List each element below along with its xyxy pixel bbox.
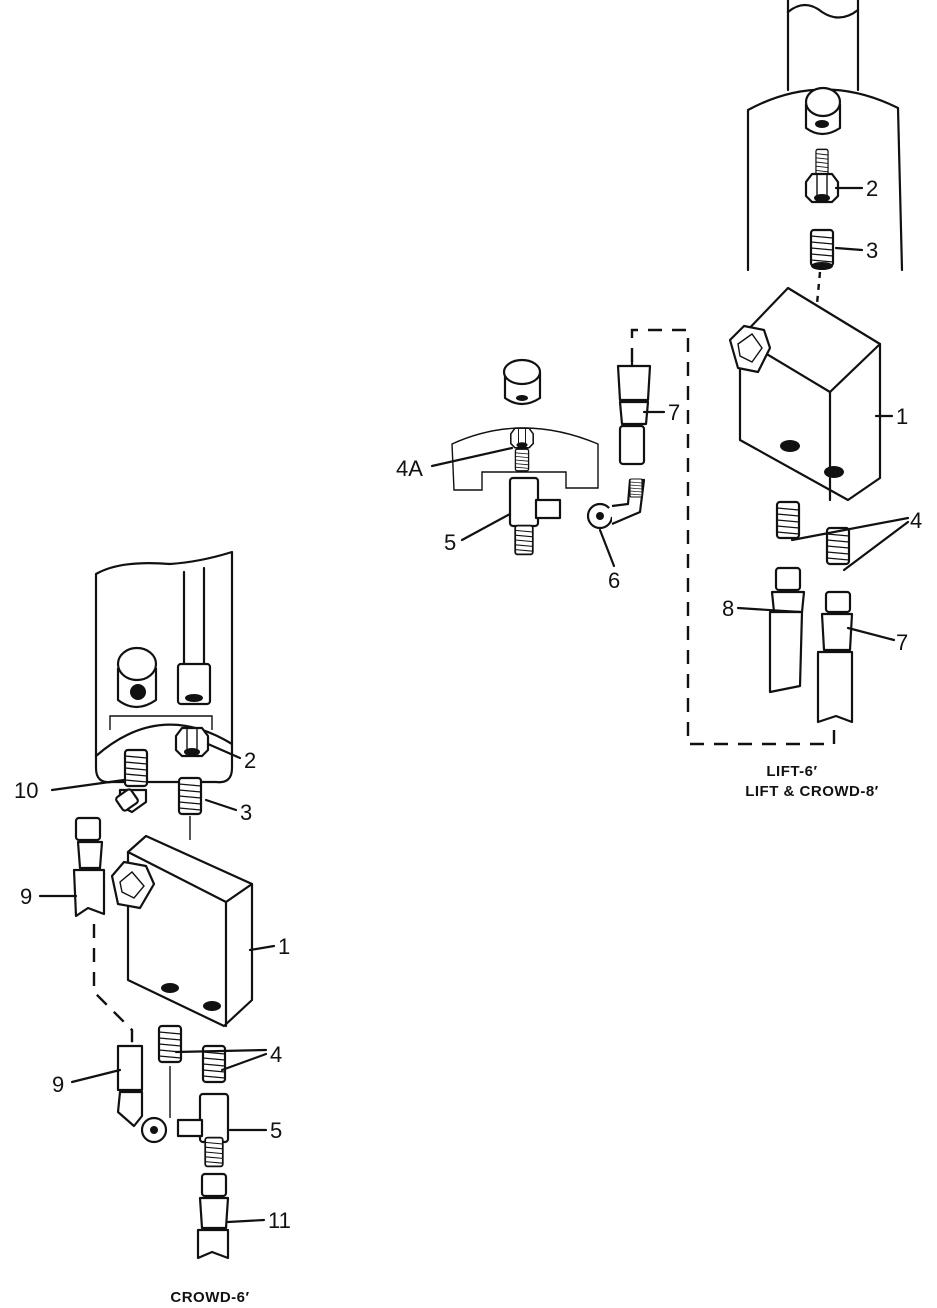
callout-3-left: 3: [240, 800, 252, 825]
callout-4-right: 4: [910, 508, 922, 533]
callout-3-right: 3: [866, 238, 878, 263]
fitting-3-bushing: [809, 228, 835, 270]
callout-9-left-upper: 9: [20, 884, 32, 909]
left-callout-leaders: [38, 742, 276, 1224]
left-cylinder-tube: [176, 566, 212, 706]
hose-routing-line: [630, 328, 836, 746]
callout-1-right: 1: [896, 404, 908, 429]
left-hose-9-upper: [72, 816, 106, 918]
callout-7-right-lower: 7: [896, 630, 908, 655]
left-elbow-10: [115, 748, 149, 814]
caption-crowd-6: CROWD-6′: [170, 1289, 249, 1306]
left-hose-9-lower: [116, 1044, 168, 1144]
fitting-4a: [510, 427, 534, 472]
fitting-2-adapter: [804, 148, 840, 204]
hose-7-upper: [616, 358, 652, 466]
tee-port-boss: [451, 358, 599, 491]
left-cylinder-body: [94, 550, 234, 784]
left-hose-routing-line: [92, 924, 134, 1046]
callout-5-left: 5: [270, 1118, 282, 1143]
fitting-4-left: [775, 500, 801, 540]
left-valve-block-1: [110, 834, 254, 1028]
left-hose-11: [196, 1172, 230, 1260]
cylinder-rod: [786, 0, 860, 92]
left-assembly: 2 10 3 1 9 4 9 5 11 CROWD-6′: [14, 550, 291, 1306]
elbow-fitting-6: [586, 478, 646, 530]
caption-lift-crowd-8: LIFT & CROWD-8′: [745, 783, 879, 800]
tee-fitting-5: [508, 476, 562, 556]
callout-7-right-upper: 7: [668, 400, 680, 425]
caption-lift-6: LIFT-6′: [766, 763, 817, 780]
callout-4-left: 4: [270, 1042, 282, 1067]
hose-7-lower: [816, 590, 854, 724]
callout-11-left: 11: [268, 1208, 291, 1233]
callout-8-right: 8: [722, 596, 734, 621]
cylinder-port-boss: [804, 86, 842, 136]
callout-9-left-lower: 9: [52, 1072, 64, 1097]
valve-block-1: [728, 286, 882, 502]
callout-2-right: 2: [866, 176, 878, 201]
right-assembly: 2 3 1 4 8 7 7 4A 5 6 LIFT-6′ LIFT & CROW…: [396, 0, 922, 800]
callout-5-right: 5: [444, 530, 456, 555]
left-fitting-3: [177, 776, 203, 816]
callout-4a-right: 4A: [396, 456, 423, 481]
right-callout-leaders: [430, 186, 910, 642]
callout-2-left: 2: [244, 748, 256, 773]
left-fitting-4-a: [157, 1024, 183, 1064]
left-port-boss: [109, 646, 213, 730]
hose-8: [768, 566, 806, 694]
callout-1-left: 1: [278, 934, 290, 959]
left-fitting-2: [174, 726, 210, 758]
callout-10-left: 10: [14, 778, 38, 803]
left-tee-fitting-5: [176, 1092, 230, 1168]
callout-6-right: 6: [608, 568, 620, 593]
